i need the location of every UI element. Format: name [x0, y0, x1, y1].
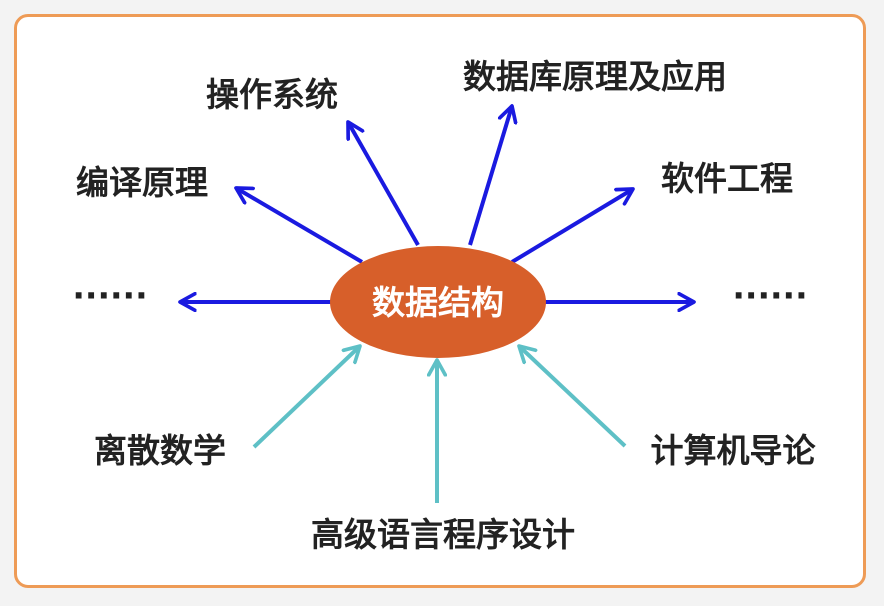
node-se: 软件工程	[661, 159, 793, 198]
node-hlp: 高级语言程序设计	[311, 515, 575, 554]
arrow-to-se	[510, 189, 633, 264]
arrow-from-intro	[519, 346, 627, 448]
node-os: 操作系统	[206, 75, 338, 114]
node-discrete: 离散数学	[94, 431, 226, 470]
arrow-to-compiler	[236, 188, 364, 264]
center-node	[330, 246, 546, 358]
arrow-to-os	[348, 122, 420, 246]
node-compiler: 编译原理	[76, 163, 208, 202]
node-intro: 计算机导论	[651, 431, 817, 470]
node-db: 数据库原理及应用	[463, 57, 727, 96]
center-node-label: 数据结构	[372, 283, 504, 322]
arrow-from-discrete	[252, 346, 360, 449]
more-right: ······	[732, 276, 807, 315]
more-left: ······	[72, 276, 147, 315]
arrow-to-db	[468, 106, 512, 246]
